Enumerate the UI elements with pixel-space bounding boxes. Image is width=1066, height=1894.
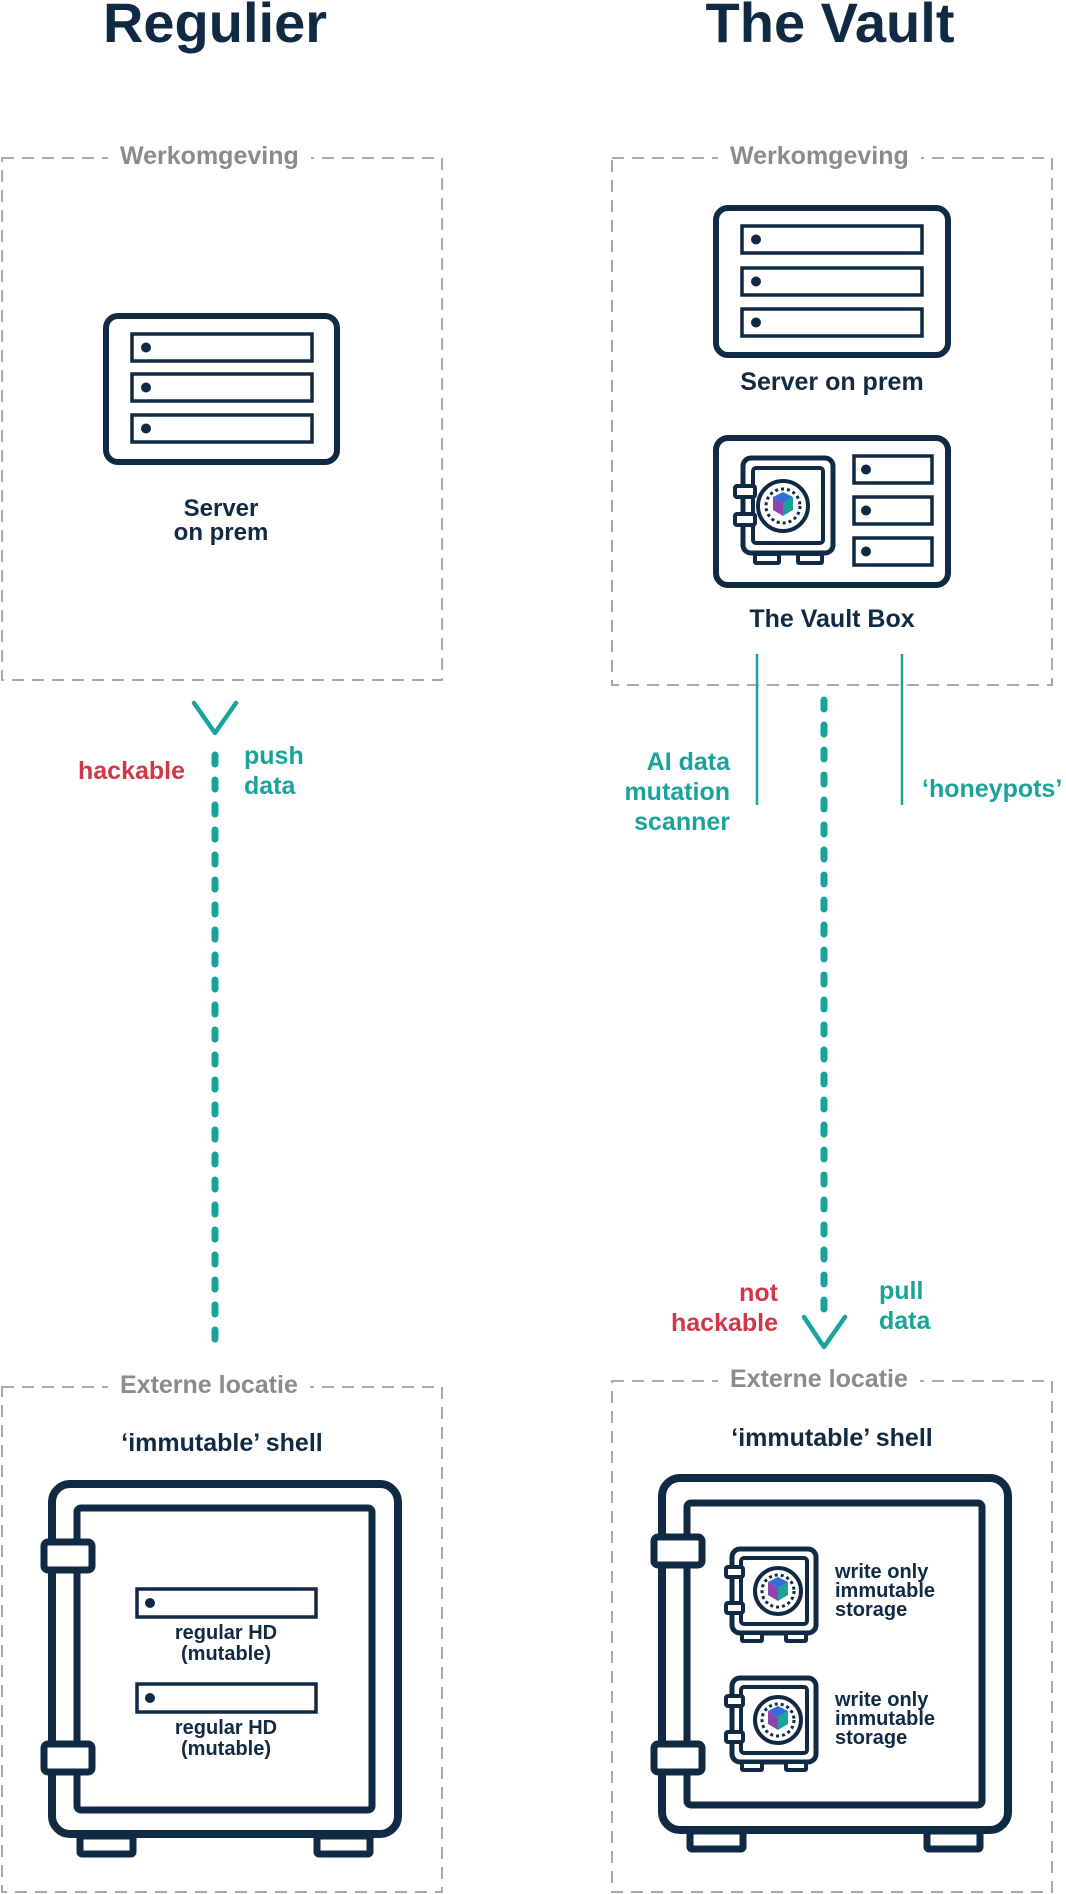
immutable-storage-2-icon bbox=[726, 1678, 816, 1770]
storage-2-line2: immutable bbox=[835, 1708, 936, 1730]
regular-hd-1-line2: (mutable) bbox=[181, 1643, 271, 1665]
regular-server-label: Server on prem bbox=[121, 497, 321, 545]
scanner-label-line3: scanner bbox=[634, 808, 730, 836]
storage-1-line1: write only bbox=[835, 1561, 929, 1583]
regular-transfer-line1: push bbox=[244, 742, 304, 770]
scanner-label-line1: AI data bbox=[646, 748, 730, 776]
regular-hd-1-line1: regular HD bbox=[174, 1622, 278, 1644]
storage-2-line1: write only bbox=[835, 1689, 929, 1711]
vault-box-label: The Vault Box bbox=[749, 605, 915, 633]
regular-transfer-line2: data bbox=[244, 772, 296, 800]
regular-hd-2-icon bbox=[135, 1682, 318, 1714]
storage-2-label: write only immutable storage bbox=[835, 1689, 936, 1749]
regular-external-label: Externe locatie bbox=[108, 1373, 310, 1398]
vault-box-icon bbox=[713, 435, 951, 588]
vault-external-label: Externe locatie bbox=[718, 1367, 920, 1392]
regular-transfer-label: push data bbox=[244, 741, 304, 801]
regular-server-icon bbox=[103, 313, 340, 465]
vault-safe-icon bbox=[650, 1474, 1012, 1853]
regular-hd-1-label: regular HD (mutable) bbox=[126, 1623, 326, 1665]
vault-risk-label: not hackable bbox=[620, 1278, 778, 1338]
regular-server-label-line1: Server bbox=[183, 495, 259, 522]
vault-server-label: Server on prem bbox=[740, 368, 924, 396]
vault-transfer-label: pull data bbox=[879, 1276, 930, 1336]
vault-work-env-label: Werkomgeving bbox=[718, 144, 921, 169]
storage-1-label: write only immutable storage bbox=[835, 1561, 936, 1621]
regular-hd-1-icon bbox=[135, 1587, 318, 1619]
immutable-storage-1-icon bbox=[726, 1549, 816, 1641]
regular-hd-2-label: regular HD (mutable) bbox=[126, 1718, 326, 1760]
vault-risk-line2: hackable bbox=[670, 1309, 778, 1337]
storage-1-line3: storage bbox=[835, 1599, 908, 1621]
honeypots-label: ‘honeypots’ bbox=[922, 775, 1063, 803]
regular-server-label-line2: on prem bbox=[173, 519, 269, 546]
vault-shell-label: ‘immutable’ shell bbox=[731, 1424, 933, 1452]
regular-chevron-icon bbox=[191, 700, 239, 736]
vault-transfer-line2: data bbox=[879, 1307, 931, 1335]
vault-risk-line1: not bbox=[739, 1279, 778, 1307]
regular-safe-icon bbox=[40, 1480, 402, 1858]
vault-chevron-icon bbox=[801, 1314, 848, 1350]
regular-hd-2-line1: regular HD bbox=[174, 1717, 278, 1739]
regular-column-title: Regulier bbox=[102, 0, 328, 54]
regular-risk-label: hackable bbox=[77, 757, 185, 785]
regular-work-env-label: Werkomgeving bbox=[108, 144, 311, 169]
vault-server-icon bbox=[713, 205, 951, 358]
vault-column-title: The Vault bbox=[705, 0, 955, 54]
storage-2-line3: storage bbox=[835, 1727, 908, 1749]
regular-shell-label: ‘immutable’ shell bbox=[121, 1429, 323, 1457]
regular-hd-2-line2: (mutable) bbox=[181, 1738, 271, 1760]
scanner-label-line2: mutation bbox=[624, 778, 730, 806]
vault-transfer-line1: pull bbox=[879, 1277, 924, 1305]
storage-1-line2: immutable bbox=[835, 1580, 936, 1602]
scanner-label: AI data mutation scanner bbox=[560, 747, 730, 837]
